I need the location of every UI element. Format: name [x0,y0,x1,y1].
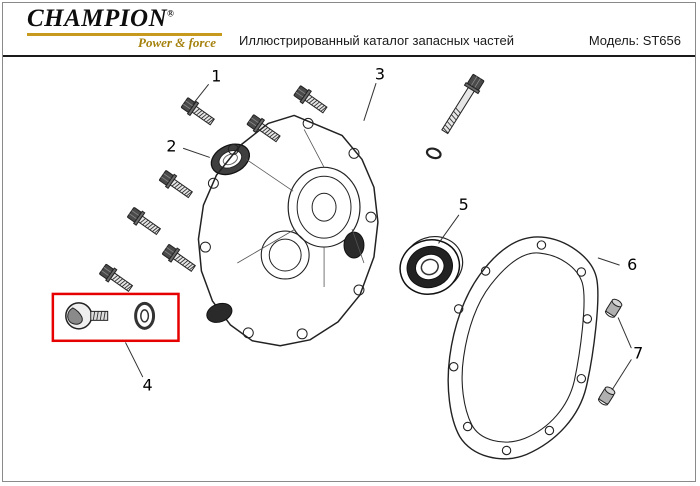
bolt-icon [157,168,196,202]
long-bolt [425,73,485,160]
brand-tagline: Power & force [27,33,222,51]
bolt-icon [179,95,218,129]
callout-number: 7 [633,344,643,363]
catalog-page: CHAMPION® Power & force Иллюстрированный… [2,2,696,482]
bolt-icon [125,205,164,239]
pin-icon [603,297,624,320]
callouts: 1 2 3 4 5 [125,65,643,395]
brand-name: CHAMPION® [27,6,222,31]
page-header: CHAMPION® Power & force Иллюстрированный… [3,3,695,57]
callout-number: 3 [375,65,385,84]
callout-number: 5 [459,195,469,214]
highlight-box [51,292,180,343]
callout-number: 1 [211,67,221,86]
callout-2: 2 [166,136,210,158]
callout-number: 6 [627,255,637,274]
brand-text: CHAMPION [27,5,168,33]
drain-plug-assembly [51,292,180,343]
callout-number: 2 [166,136,176,155]
dowel-pins [596,297,624,408]
callout-7: 7 [611,317,643,391]
sealing-washer-icon [425,147,442,160]
callout-number: 4 [143,376,153,395]
diagram-svg: 1 2 3 4 5 [51,65,643,460]
model-label: Модель: ST656 [588,33,681,48]
callout-5: 5 [438,195,469,244]
brand-logo: CHAMPION® Power & force [27,6,222,51]
callout-4: 4 [125,342,153,395]
plug-washer-icon [134,301,156,330]
callout-1: 1 [192,67,221,104]
crankcase-cover [197,114,379,347]
cover-gasket [447,236,599,460]
bolt-icon [245,112,283,146]
bolt-icon [292,83,330,117]
registered-mark: ® [167,8,175,19]
bolt-icon [97,262,136,296]
page-title: Иллюстрированный каталог запасных частей [239,33,514,48]
bolt-icon [160,242,199,276]
oil-seal [210,143,251,176]
exploded-diagram: 1 2 3 4 5 [3,57,695,481]
callout-6: 6 [597,255,637,274]
ball-bearing [399,236,464,295]
callout-3: 3 [363,65,385,121]
